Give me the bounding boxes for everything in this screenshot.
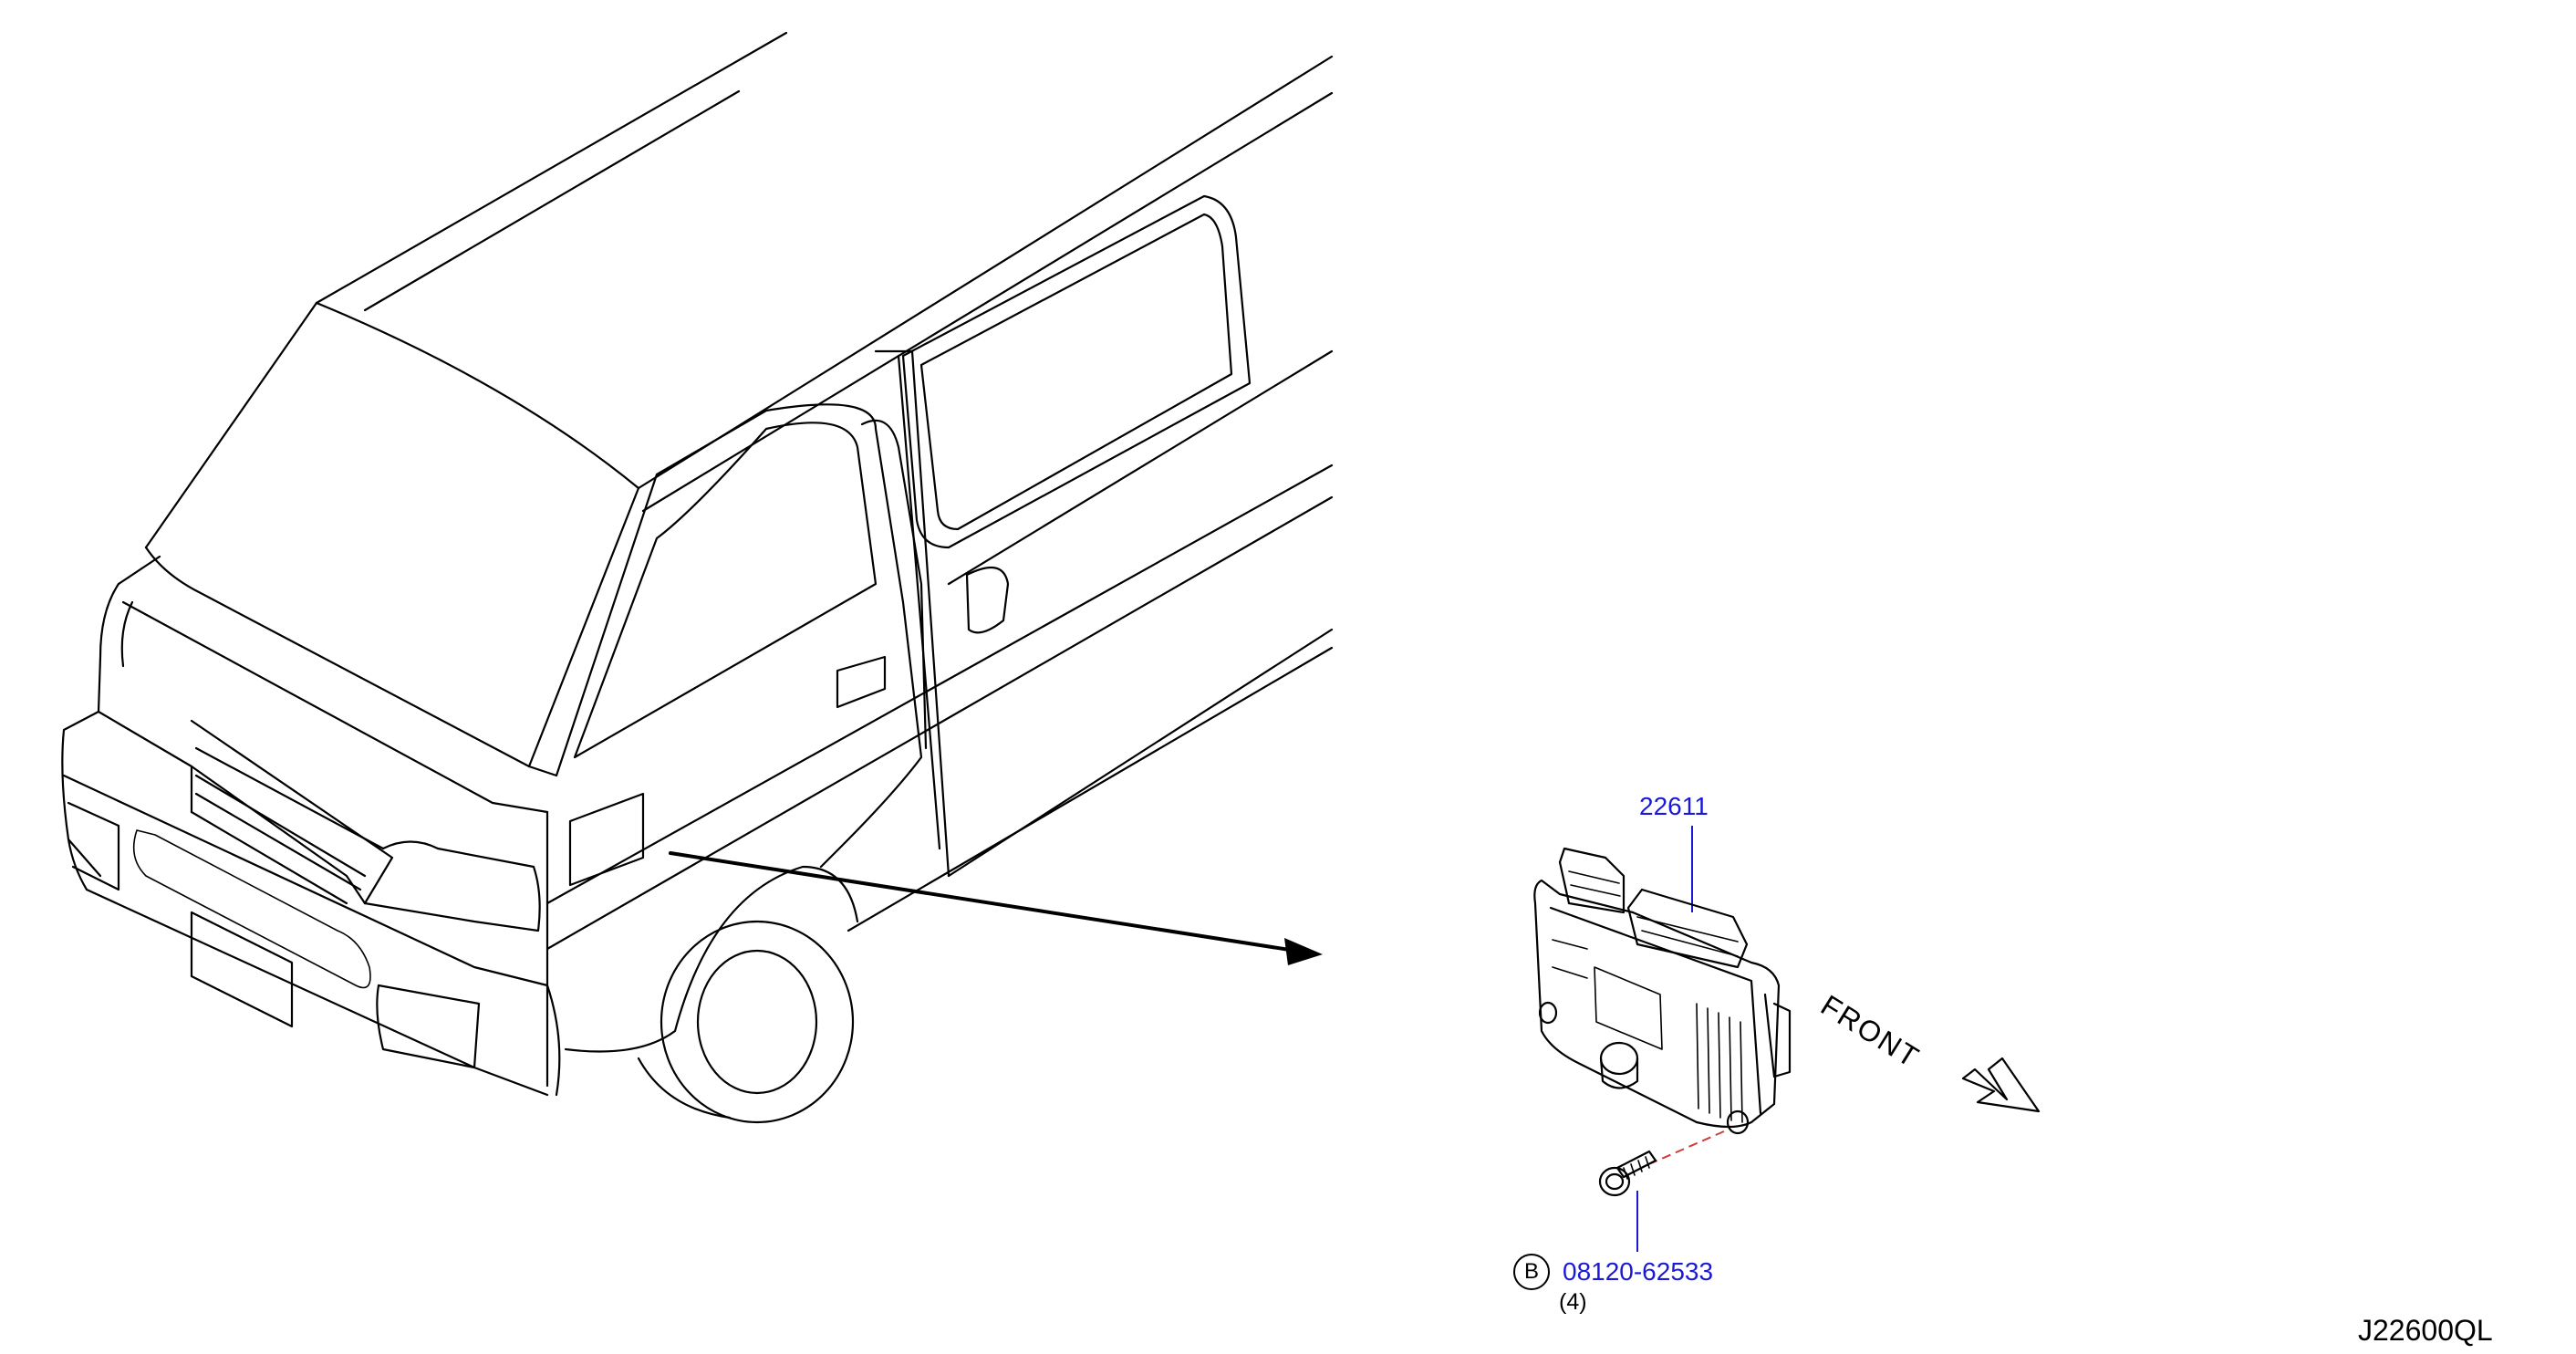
bolt-number-label[interactable]: 08120-62533 [1563, 1257, 1714, 1286]
bolt-quantity-label: (4) [1559, 1289, 1587, 1315]
front-direction-label: FRONT [1814, 988, 1926, 1075]
callout-letter: B [1523, 1259, 1539, 1284]
callout-b-circle: B [1513, 1254, 1550, 1290]
van-illustration [61, 31, 1334, 1124]
part-number-label[interactable]: 22611 [1639, 792, 1709, 820]
drawing-code: J22600QL [2358, 1314, 2493, 1347]
